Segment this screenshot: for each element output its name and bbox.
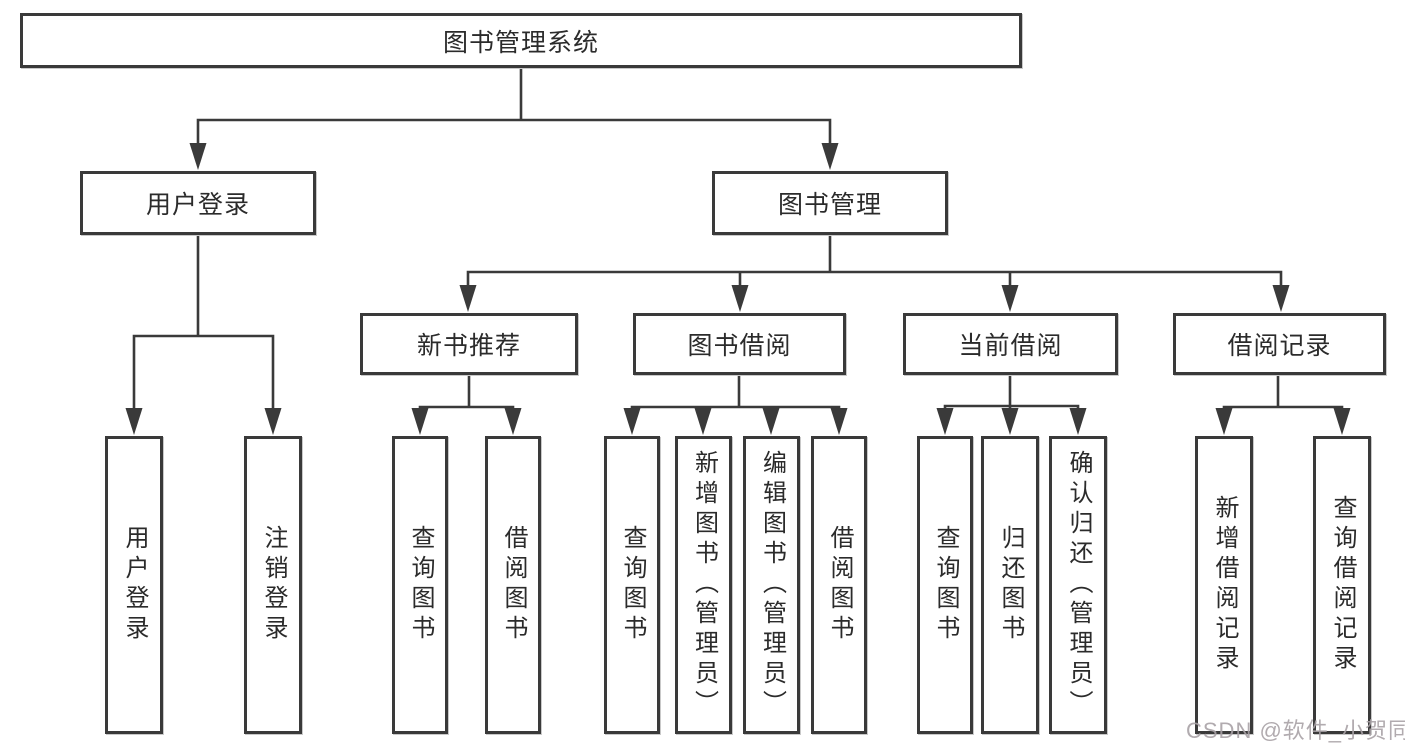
leaf-borrow-books: 借阅图书 <box>811 436 867 734</box>
leaf-query-borrow-record: 查询借阅记录 <box>1313 436 1371 734</box>
leaf-query-books-recommend: 查询图书 <box>392 436 448 734</box>
leaf-logout: 注销登录 <box>244 436 302 734</box>
leaf-query-books-current: 查询图书 <box>917 436 973 734</box>
node-book-borrowing: 图书借阅 <box>633 313 846 375</box>
leaf-edit-books-admin: 编辑图书（管理员） <box>743 436 800 734</box>
leaf-confirm-return-admin: 确认归还（管理员） <box>1049 436 1107 734</box>
watermark-text: CSDN @软件_小贺同学 <box>1186 718 1405 743</box>
node-new-book-recommend: 新书推荐 <box>360 313 578 375</box>
node-current-borrowing: 当前借阅 <box>903 313 1118 375</box>
leaf-return-books: 归还图书 <box>981 436 1039 734</box>
node-borrow-records: 借阅记录 <box>1173 313 1386 375</box>
node-book-management: 图书管理 <box>712 171 948 235</box>
leaf-add-borrow-record: 新增借阅记录 <box>1195 436 1253 734</box>
leaf-borrow-books-recommend: 借阅图书 <box>485 436 541 734</box>
leaf-query-books-borrowing: 查询图书 <box>604 436 660 734</box>
node-book-management-system: 图书管理系统 <box>20 13 1022 68</box>
leaf-add-books-admin: 新增图书（管理员） <box>675 436 732 734</box>
node-user-login: 用户登录 <box>80 171 316 235</box>
leaf-user-login: 用户登录 <box>105 436 163 734</box>
